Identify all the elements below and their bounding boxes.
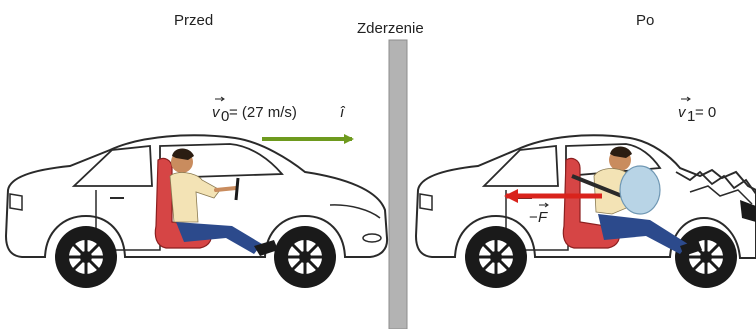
force-minus: − <box>529 209 538 226</box>
force-symbol: F <box>538 209 548 226</box>
wheel-icon <box>465 226 527 288</box>
force-label: − F <box>529 202 549 226</box>
v1-symbol: v <box>678 104 687 121</box>
crashed-car-icon <box>414 134 756 288</box>
wheel-icon <box>55 226 117 288</box>
wall <box>388 39 408 329</box>
person-icon <box>169 148 278 256</box>
v0-subscript: 0 <box>221 108 229 125</box>
wheel-icon <box>274 226 336 288</box>
final-velocity-label: v 1 = 0 <box>678 96 716 125</box>
v0-rest: = (27 m/s) <box>229 104 297 121</box>
label-collision: Zderzenie <box>357 20 424 37</box>
label-before: Przed <box>174 12 213 29</box>
v1-subscript: 1 <box>687 108 695 125</box>
v1-rest: = 0 <box>695 104 716 121</box>
wheel-icon <box>675 226 737 288</box>
initial-velocity-label: v 0 = (27 m/s) î <box>212 96 346 125</box>
label-after: Po <box>636 12 654 29</box>
v0-unit-vector: î <box>340 104 346 121</box>
car-icon <box>4 134 389 288</box>
airbag-icon <box>619 165 661 215</box>
v0-symbol: v <box>212 104 221 121</box>
